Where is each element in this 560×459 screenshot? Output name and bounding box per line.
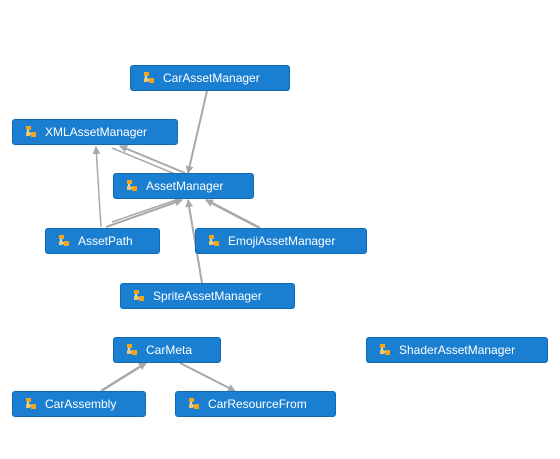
node-label: AssetManager [146, 179, 224, 193]
edge-asset-manager-to-xml-asset-manager [119, 144, 186, 174]
class-icon [144, 72, 154, 83]
node-label: ShaderAssetManager [399, 343, 516, 357]
edge-car-assembly-to-car-meta [100, 361, 147, 393]
edge-asset-manager-to-xml-asset-manager-b [111, 147, 176, 175]
edge-car-meta-to-car-resource-from [179, 362, 236, 392]
node-label: CarAssembly [45, 397, 117, 411]
node-car-asset-manager[interactable]: CarAssetManager [130, 65, 290, 91]
node-car-assembly[interactable]: CarAssembly [12, 391, 146, 417]
node-xml-asset-manager[interactable]: XMLAssetManager [12, 119, 178, 145]
node-label: EmojiAssetManager [228, 234, 336, 248]
edge-emoji-asset-manager-to-asset-manager [205, 198, 261, 230]
node-label: AssetPath [78, 234, 133, 248]
class-icon [127, 180, 137, 191]
node-label: CarMeta [146, 343, 193, 357]
class-icon [26, 398, 36, 409]
class-icon [209, 235, 219, 246]
class-icon [59, 235, 69, 246]
node-car-meta[interactable]: CarMeta [113, 337, 221, 363]
class-icon [380, 344, 390, 355]
edge-car-asset-manager-to-asset-manager [185, 90, 208, 174]
edge-asset-path-to-asset-manager [105, 198, 183, 228]
node-asset-path[interactable]: AssetPath [45, 228, 160, 254]
node-label: XMLAssetManager [45, 125, 148, 139]
node-emoji-asset-manager[interactable]: EmojiAssetManager [195, 228, 367, 254]
class-icon [26, 126, 36, 137]
node-asset-manager[interactable]: AssetManager [113, 173, 254, 199]
class-icon [127, 344, 137, 355]
node-shader-asset-manager[interactable]: ShaderAssetManager [366, 337, 548, 363]
edge-asset-path-to-xml-asset-manager [92, 146, 102, 228]
node-car-resource-from[interactable]: CarResourceFrom [175, 391, 336, 417]
node-label: SpriteAssetManager [153, 289, 262, 303]
class-icon [134, 290, 144, 301]
node-label: CarResourceFrom [208, 397, 307, 411]
node-sprite-asset-manager[interactable]: SpriteAssetManager [120, 283, 295, 309]
node-label: CarAssetManager [163, 71, 260, 85]
edge-asset-path-to-asset-manager-b [111, 199, 177, 223]
class-icon [189, 398, 199, 409]
